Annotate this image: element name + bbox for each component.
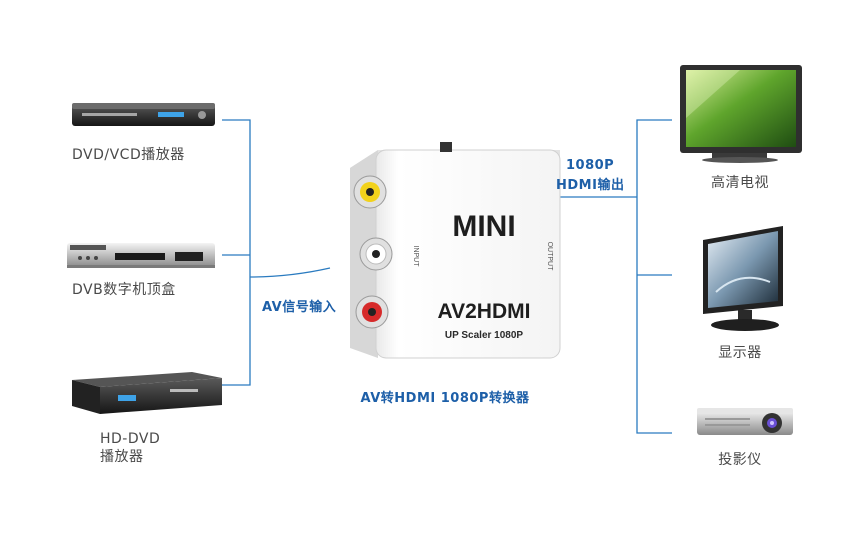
converter-brand: MINI (452, 210, 515, 243)
converter-model: AV2HDMI (438, 300, 531, 323)
left-bracket-line (222, 119, 331, 386)
rca-jacks (353, 175, 393, 329)
converter-box: MINI AV2HDMI UP Scaler 1080P INPUT OUTPU… (350, 142, 561, 359)
hdmi-output-label: HDMI输出 (556, 178, 625, 193)
output-resolution-label: 1080P (566, 158, 615, 173)
device-label-monitor: 显示器 (718, 345, 762, 361)
device-label-hd-dvd: HD-DVD (100, 431, 161, 447)
converter-subtitle: UP Scaler 1080P (445, 330, 524, 341)
connector-lines (222, 119, 672, 434)
monitor-icon (703, 226, 783, 331)
converter-input-side: INPUT (412, 246, 419, 268)
device-label-hd-dvd-line2: 播放器 (100, 449, 144, 465)
device-label-dvd-vcd: DVD/VCD播放器 (72, 147, 185, 163)
device-label-hdtv: 高清电视 (711, 175, 769, 191)
set-top-box-icon (67, 243, 215, 268)
av-input-label: AV信号输入 (262, 300, 337, 315)
right-bracket-line (558, 119, 672, 434)
device-label-dvb: DVB数字机顶盒 (72, 282, 176, 298)
projector-icon (697, 408, 793, 435)
dvd-player-icon (72, 103, 215, 126)
hd-dvd-player-icon (72, 372, 222, 414)
converter-caption: AV转HDMI 1080P转换器 (360, 391, 530, 406)
device-label-projector: 投影仪 (718, 452, 762, 468)
converter-output-side: OUTPUT (546, 242, 553, 272)
hdtv-icon (680, 65, 802, 163)
